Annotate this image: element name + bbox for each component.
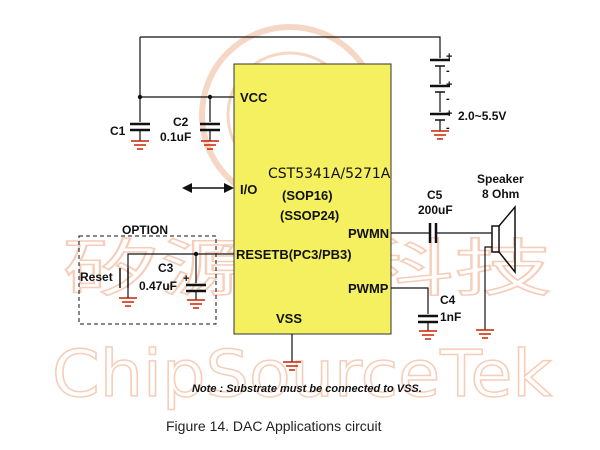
svg-text:-: - (446, 93, 450, 105)
c5-value: 200uF (418, 203, 453, 217)
ground-icon (283, 361, 301, 371)
svg-text:-: - (446, 122, 450, 134)
pin-io-label: I/O (240, 182, 257, 197)
ground-icon (201, 140, 219, 150)
chip-package-2: (SSOP24) (280, 208, 339, 223)
ground-icon (131, 140, 149, 150)
ground-icon (476, 329, 494, 339)
reset-label: Reset (80, 270, 113, 284)
ground-icon (419, 330, 437, 340)
ground-icon (119, 297, 137, 307)
c5-label: C5 (427, 188, 443, 202)
svg-text:+: + (446, 108, 452, 120)
watermark-brand-text: ChipSourceTek (52, 338, 552, 412)
capacitor-c2 (200, 122, 220, 150)
c2-value: 0.1uF (160, 130, 191, 144)
svg-text:+: + (446, 51, 452, 63)
c1-label: C1 (110, 124, 126, 138)
svg-text:-: - (446, 65, 450, 77)
pwmn-output (391, 223, 492, 243)
pin-pwmn-label: PWMN (348, 226, 389, 241)
substrate-note: Note : Substrate must be connected to VS… (192, 383, 422, 395)
option-box (78, 235, 217, 325)
speaker-icon (476, 204, 516, 339)
pin-vcc-label: VCC (240, 90, 268, 105)
pin-pwmp-label: PWMP (348, 281, 389, 296)
chip-part-number: CST5341A/5271A (268, 166, 391, 182)
capacitor-c1 (130, 122, 150, 150)
option-label: OPTION (122, 223, 168, 237)
pin-resetb-label: RESETB(PC3/PB3) (236, 247, 352, 262)
c2-label: C2 (173, 115, 189, 129)
svg-text:+: + (446, 79, 452, 91)
ground-icon (431, 130, 449, 140)
reset-circuit: + (119, 251, 234, 309)
double-arrow-icon (182, 183, 234, 193)
svg-text:+: + (183, 273, 189, 285)
pwmp-output (391, 287, 438, 340)
battery-stack-icon: + - + - + - (430, 51, 452, 140)
c4-value: 1nF (440, 310, 461, 324)
c3-value: 0.47uF (139, 279, 177, 293)
chip-package-1: (SOP16) (282, 188, 333, 203)
c3-label: C3 (158, 261, 174, 275)
vss-ground (283, 334, 301, 371)
speaker-label: Speaker (477, 172, 524, 186)
chip-body (233, 63, 392, 335)
pin-vss-label: VSS (276, 311, 302, 326)
ground-icon (187, 299, 205, 309)
supply-voltage-label: 2.0~5.5V (458, 109, 506, 123)
c4-label: C4 (440, 293, 456, 307)
vcc-rail (137, 36, 441, 122)
speaker-value: 8 Ohm (482, 187, 519, 201)
figure-caption: Figure 14. DAC Applications circuit (166, 418, 382, 434)
